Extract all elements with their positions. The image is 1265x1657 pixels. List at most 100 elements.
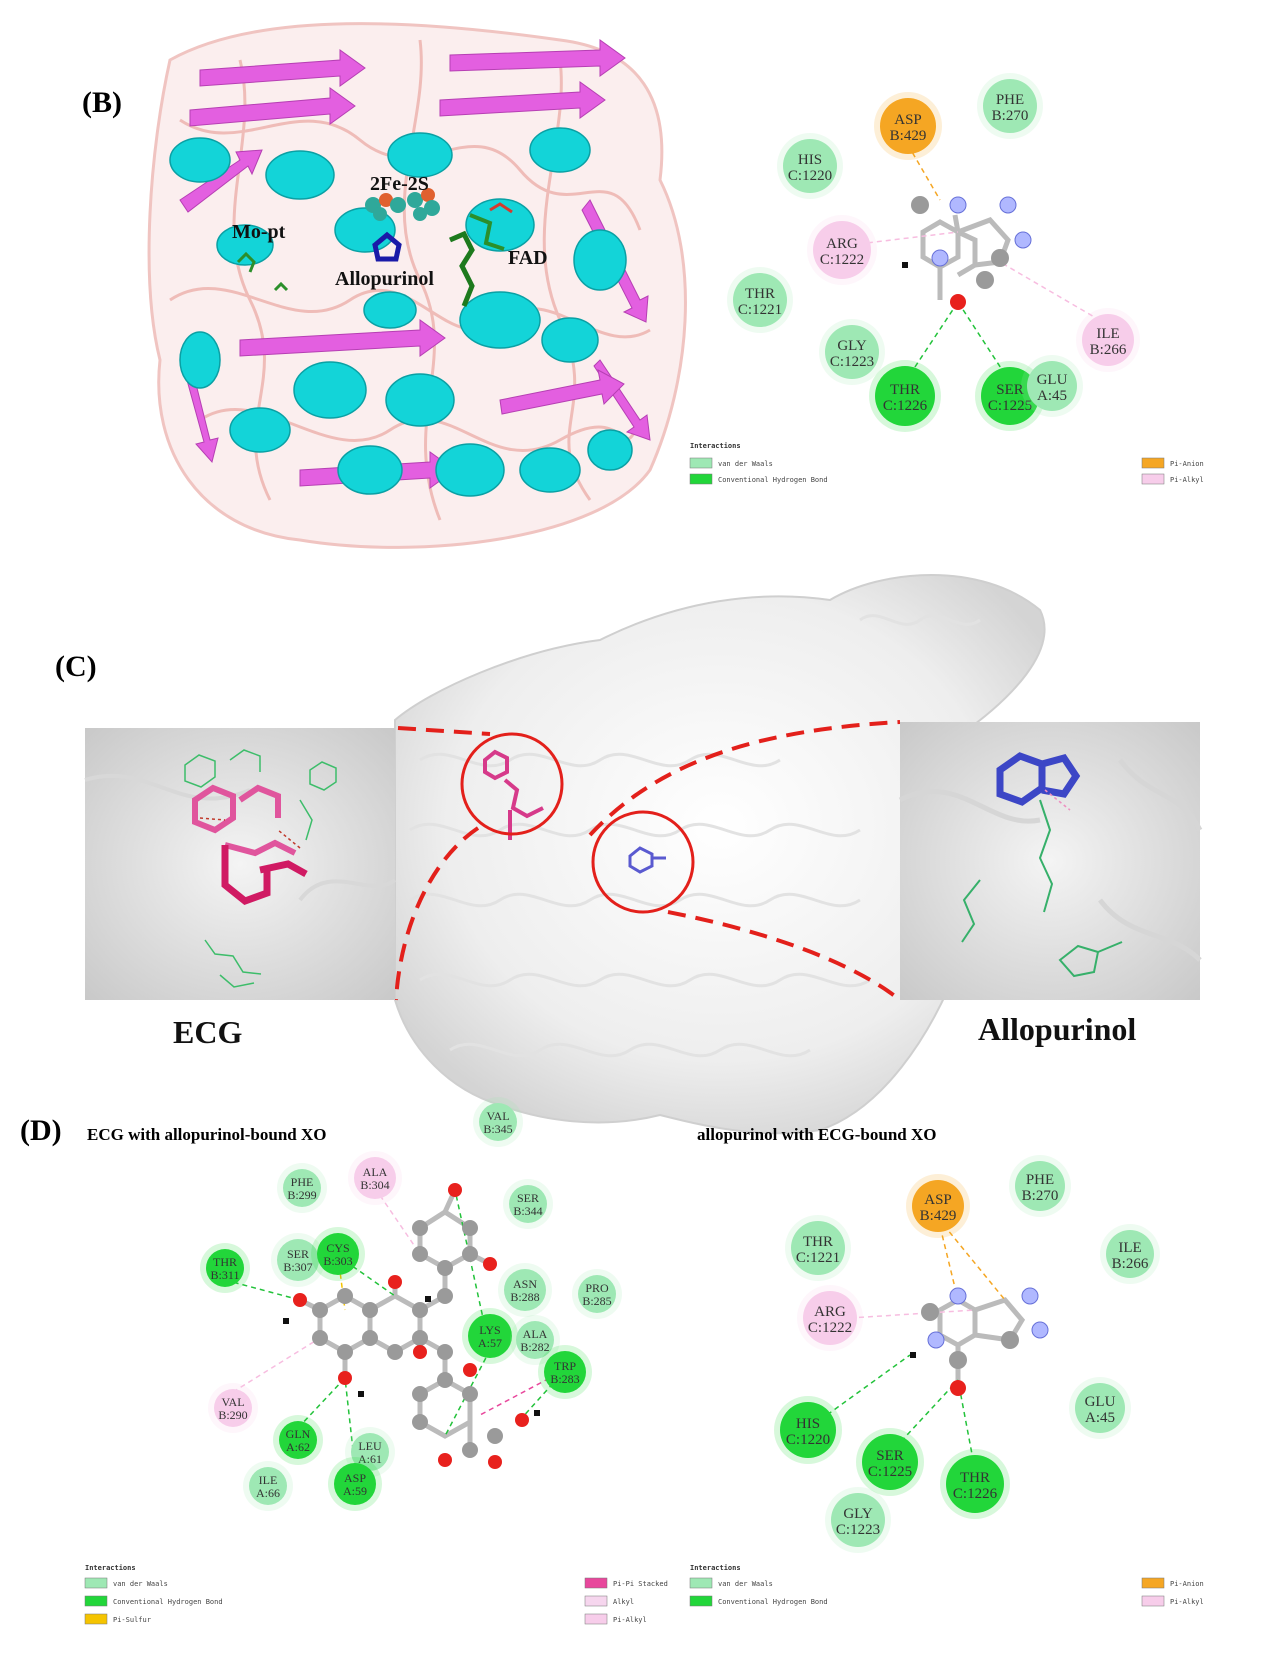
legend-swatch-hbond (689, 473, 713, 485)
svg-text:B:270: B:270 (992, 108, 1029, 124)
svg-text:PHE: PHE (996, 92, 1024, 108)
legend-swatch-pi-anion (1141, 457, 1165, 469)
label-fad: FAD (508, 247, 548, 269)
svg-text:B:270: B:270 (1022, 1188, 1059, 1204)
svg-text:GLU: GLU (1085, 1394, 1116, 1410)
ecg-diagram (224, 1183, 566, 1469)
svg-text:SER: SER (996, 382, 1024, 398)
svg-text:ILE: ILE (259, 1473, 278, 1487)
svg-text:A:59: A:59 (343, 1484, 367, 1498)
panel-d-right-residues: PHEB:270ASPB:429THRC:1221ILEB:266ARGC:12… (774, 1155, 1160, 1553)
svg-text:HIS: HIS (798, 152, 822, 168)
svg-text:SER: SER (876, 1448, 904, 1464)
svg-text:THR: THR (745, 286, 775, 302)
svg-text:A:62: A:62 (286, 1440, 310, 1454)
svg-text:VAL: VAL (221, 1395, 244, 1409)
svg-text:B:282: B:282 (520, 1340, 549, 1354)
svg-text:ASP: ASP (344, 1471, 366, 1485)
panel-d-legend-left: Interactions van der Waals Conventional … (84, 1564, 668, 1625)
svg-text:THR: THR (890, 382, 920, 398)
legend-d-right-title: Interactions (690, 1564, 741, 1572)
label-2fe2s: 2Fe-2S (370, 173, 429, 195)
svg-text:B:311: B:311 (211, 1268, 240, 1282)
svg-text:ARG: ARG (814, 1304, 846, 1320)
svg-text:B:266: B:266 (1112, 1256, 1149, 1272)
legend-d-left-title: Interactions (85, 1564, 136, 1572)
panel-b-label: (B) (82, 86, 122, 119)
allopurinol-diagram-d (819, 1217, 1049, 1471)
svg-text:C:1223: C:1223 (836, 1522, 880, 1538)
xo-surface (394, 574, 1046, 1135)
legend-d2-hbond: Conventional Hydrogen Bond (718, 1598, 828, 1606)
svg-text:C:1220: C:1220 (786, 1432, 830, 1448)
panel-d-left-title: ECG with allopurinol-bound XO (87, 1125, 327, 1144)
svg-text:ASN: ASN (513, 1277, 537, 1291)
svg-text:PHE: PHE (291, 1175, 314, 1189)
legend-title: Interactions (690, 442, 741, 450)
svg-text:B:429: B:429 (890, 128, 927, 144)
svg-text:PHE: PHE (1026, 1172, 1054, 1188)
svg-text:THR: THR (960, 1470, 990, 1486)
legend-d2-pi-alkyl: Pi-Alkyl (1170, 1598, 1204, 1606)
legend-d-alkyl: Alkyl (613, 1598, 634, 1606)
svg-text:ALA: ALA (363, 1165, 388, 1179)
svg-text:HIS: HIS (796, 1416, 820, 1432)
panel-b-legend: Interactions van der Waals Conventional … (689, 442, 1204, 485)
svg-text:A:61: A:61 (358, 1452, 382, 1466)
legend-pi-alkyl: Pi-Alkyl (1170, 476, 1204, 484)
legend-swatch-vdw (689, 457, 713, 469)
svg-text:B:429: B:429 (920, 1208, 957, 1224)
svg-text:SER: SER (517, 1191, 539, 1205)
allopurinol-diagram-b (849, 144, 1109, 383)
svg-text:C:1226: C:1226 (883, 398, 928, 414)
svg-text:C:1226: C:1226 (953, 1486, 998, 1502)
svg-text:B:285: B:285 (582, 1294, 611, 1308)
svg-text:ASP: ASP (924, 1192, 952, 1208)
svg-text:C:1221: C:1221 (796, 1250, 840, 1266)
legend-d-vdw: van der Waals (113, 1580, 168, 1588)
svg-text:A:57: A:57 (478, 1336, 502, 1350)
svg-text:GLY: GLY (837, 338, 866, 354)
svg-text:LEU: LEU (358, 1439, 382, 1453)
label-allopurinol-site: Allopurinol (335, 268, 434, 290)
svg-text:GLN: GLN (286, 1427, 311, 1441)
svg-text:ILE: ILE (1118, 1240, 1141, 1256)
svg-text:A:45: A:45 (1037, 388, 1067, 404)
svg-text:C:1225: C:1225 (868, 1464, 912, 1480)
legend-d2-pi-anion: Pi-Anion (1170, 1580, 1204, 1588)
protein-cartoon: 2Fe-2S Mo-pt Allopurinol FAD (147, 22, 687, 549)
svg-text:C:1222: C:1222 (808, 1320, 852, 1336)
svg-text:C:1222: C:1222 (820, 252, 864, 268)
panel-d-right-title: allopurinol with ECG-bound XO (697, 1125, 937, 1144)
svg-text:B:307: B:307 (283, 1260, 312, 1274)
panel-d-label: (D) (20, 1114, 62, 1147)
svg-text:ILE: ILE (1096, 326, 1119, 342)
svg-text:GLY: GLY (843, 1506, 872, 1522)
legend-d-pi-sulfur: Pi-Sulfur (113, 1616, 151, 1624)
svg-text:B:290: B:290 (218, 1408, 247, 1422)
